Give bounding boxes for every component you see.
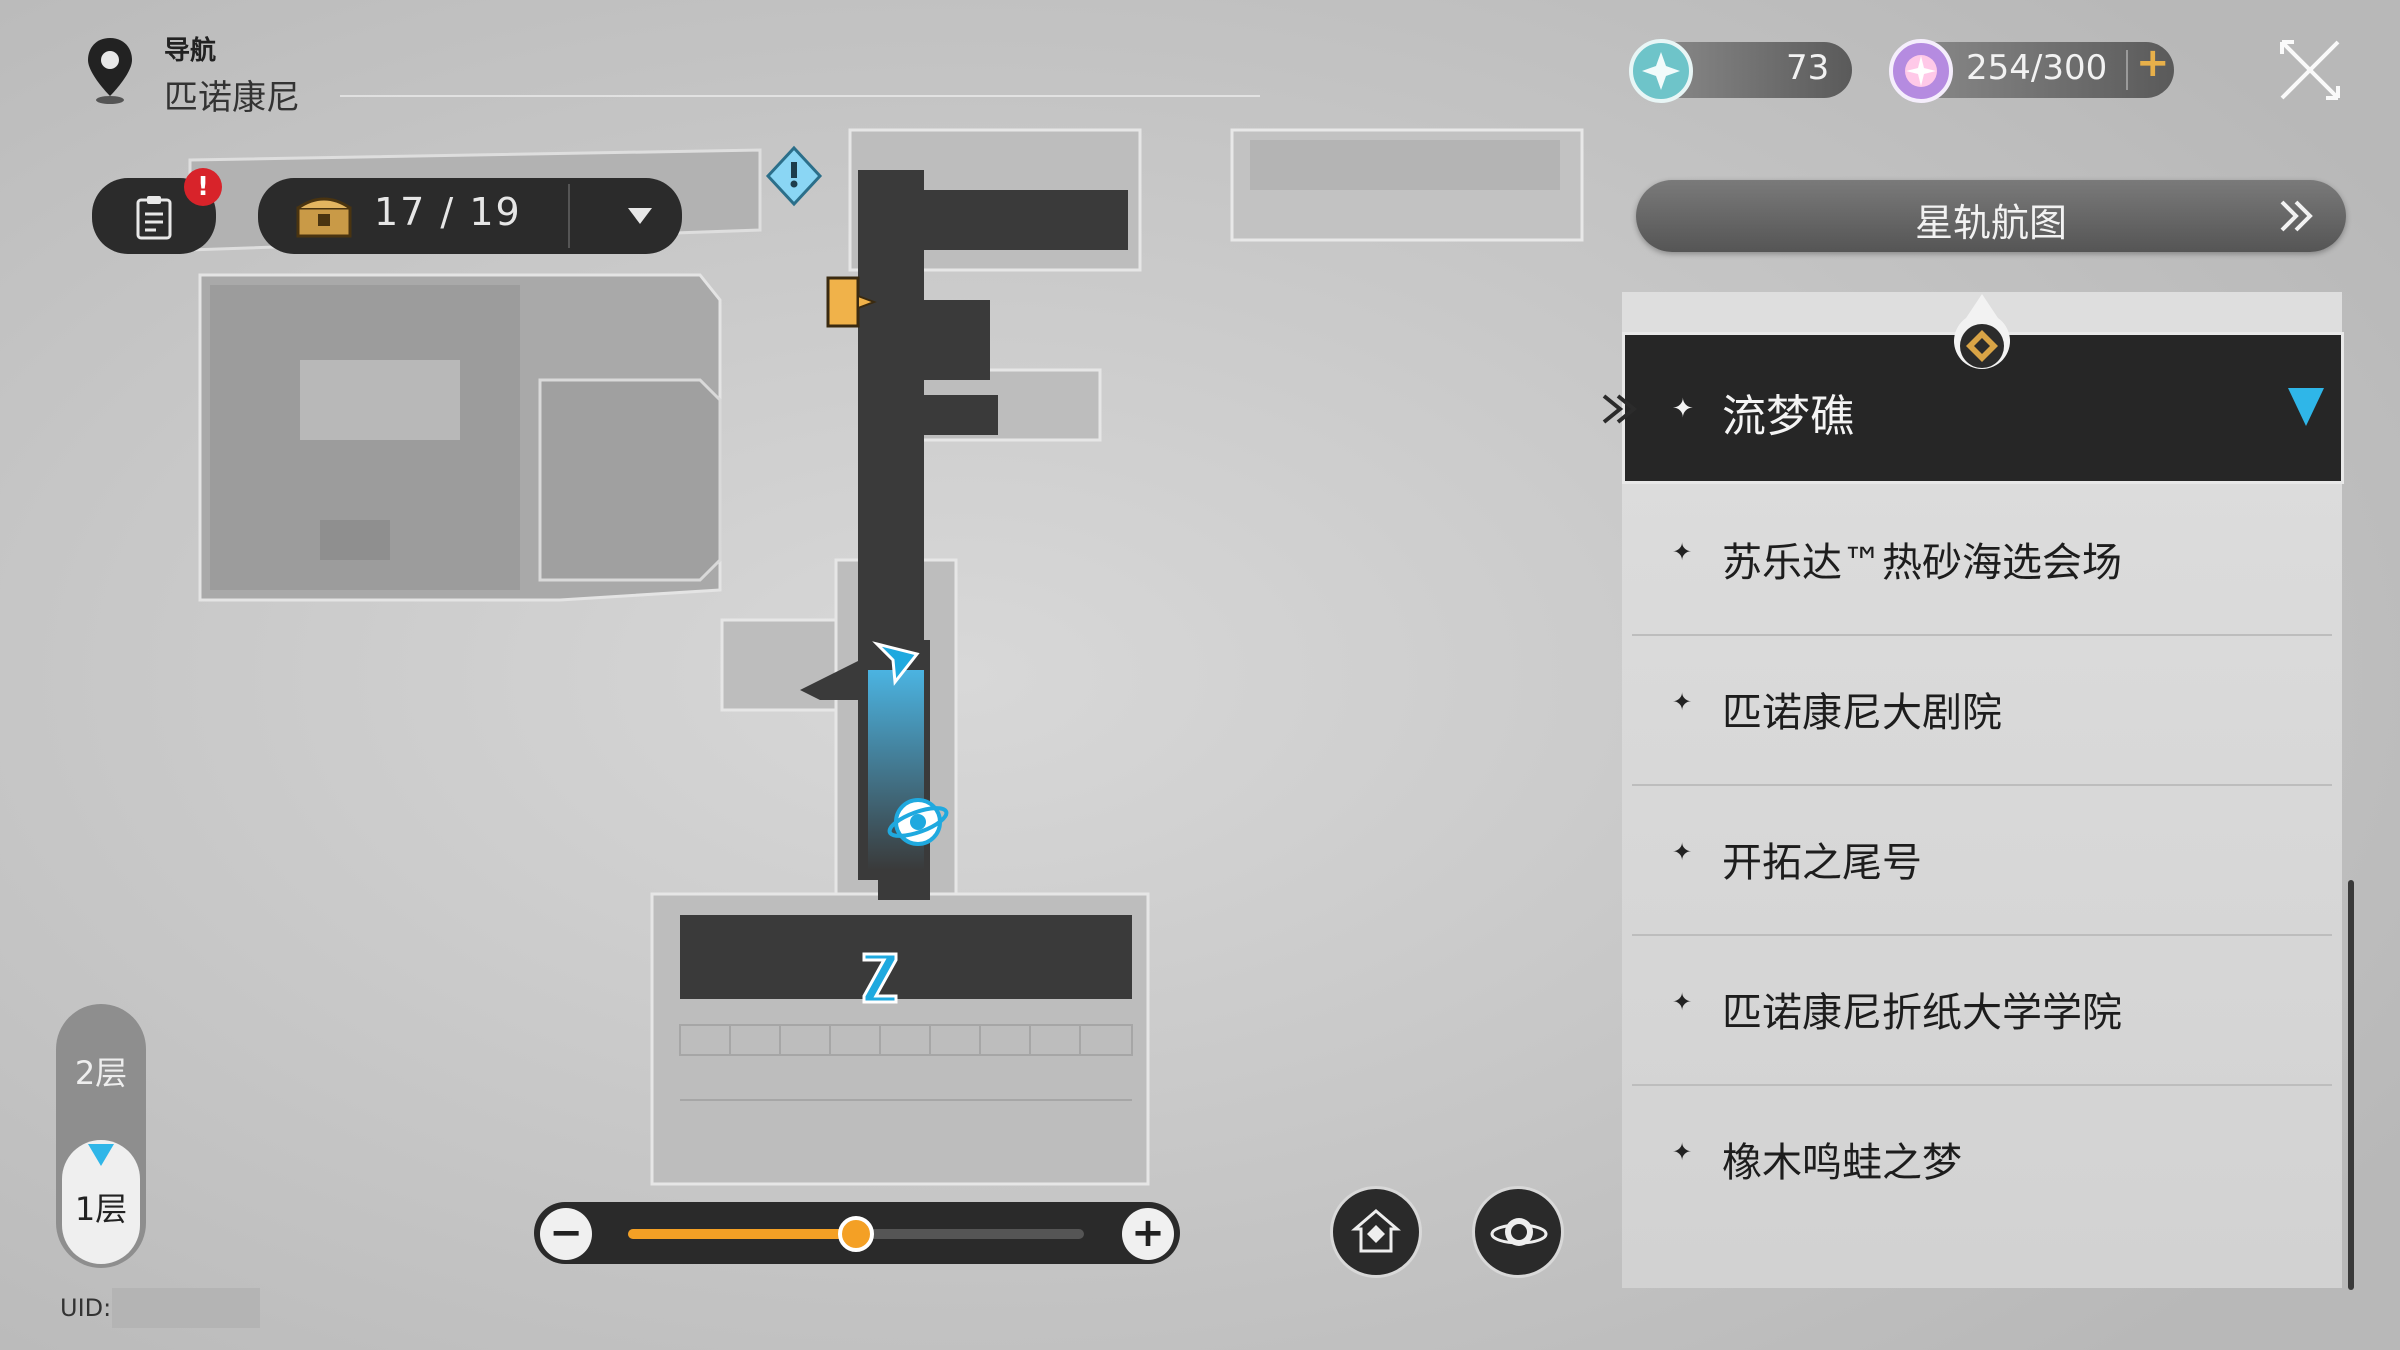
list-divider [1632,934,2332,936]
star-icon: ✦ [1672,988,1693,1016]
zoom-in-button[interactable]: + [1122,1208,1174,1260]
location-label: 苏乐达™热砂海选会场 [1722,540,2122,586]
teleport-icon[interactable] [886,798,949,846]
chevron-right-icon [2280,200,2313,232]
star-icon: ✦ [1672,838,1693,866]
zoom-out-button[interactable]: − [540,1208,592,1260]
location-item[interactable]: ✦ 苏乐达™热砂海选会场 [1622,484,2344,632]
star-icon: ✦ [1672,688,1693,716]
location-label: 匹诺康尼大剧院 [1722,690,2002,736]
nav-title: 导航 [164,36,217,66]
fuel-value: 73 [1786,48,1830,88]
floor-2-button[interactable]: 2层 [74,1054,128,1092]
floor-1-label: 1层 [74,1190,128,1228]
player-arrow-icon [872,641,920,686]
planet-icon [1490,1218,1548,1246]
stamina-value: 254/300 [1966,48,2108,88]
list-divider [1632,634,2332,636]
stamina-icon [1889,39,1953,103]
home-button[interactable] [1330,1186,1422,1278]
location-pin-icon [88,38,132,104]
selected-location-label: 流梦礁 [1722,391,1854,442]
star-icon: ✦ [1672,538,1693,566]
region-name: 匹诺康尼 [164,78,300,118]
location-label: 匹诺康尼折纸大学学院 [1722,990,2122,1036]
chest-icon [296,197,352,238]
selected-indicator-icon [1602,394,1638,424]
exit-door-icon[interactable] [826,276,877,328]
fuel-icon [1629,39,1693,103]
chest-divider [568,184,570,248]
alert-marker-icon[interactable] [765,145,823,207]
location-item[interactable]: ✦ 开拓之尾号 [1622,784,2344,932]
map-building-north [1230,128,1584,242]
stamina-add-button[interactable]: + [2136,40,2170,86]
zoom-slider-thumb[interactable] [838,1216,874,1252]
location-label: 开拓之尾号 [1722,840,1922,886]
zoom-slider-fill [628,1229,856,1239]
planet-button[interactable] [1472,1186,1564,1278]
stamina-divider [2126,50,2128,90]
uid-label: UID: [60,1294,112,1322]
list-scrollbar[interactable] [2348,880,2354,1290]
star-icon: ✦ [1672,1138,1693,1166]
chest-count: 17 / 19 [374,190,522,234]
home-icon [1351,1209,1401,1253]
zoom-slider-track[interactable] [628,1216,1084,1252]
location-item[interactable]: ✦ 橡木鸣蛙之梦 [1622,1084,2344,1232]
location-item[interactable]: ✦ 匹诺康尼折纸大学学院 [1622,934,2344,1082]
anchor-icon[interactable] [862,952,898,1004]
dropdown-icon[interactable] [624,204,656,228]
star-rail-map-label: 星轨航图 [1914,201,2067,245]
quest-alert-badge: ! [184,168,222,206]
close-icon[interactable] [2276,36,2344,104]
player-location-marker-icon [2288,388,2324,426]
uid-value-hidden [112,1288,260,1328]
location-label: 橡木鸣蛙之梦 [1722,1140,1962,1186]
current-location-pin-icon [1954,294,2010,369]
star-rail-map-button[interactable] [1636,180,2346,252]
selected-star-icon: ✦ [1672,394,1694,424]
quest-icon [136,196,172,240]
location-item[interactable]: ✦ 匹诺康尼大剧院 [1622,634,2344,782]
map-hall-floor [679,1024,1133,1101]
current-floor-marker-icon [88,1144,114,1166]
header-divider [340,95,1260,97]
list-divider [1632,1084,2332,1086]
list-divider [1632,784,2332,786]
